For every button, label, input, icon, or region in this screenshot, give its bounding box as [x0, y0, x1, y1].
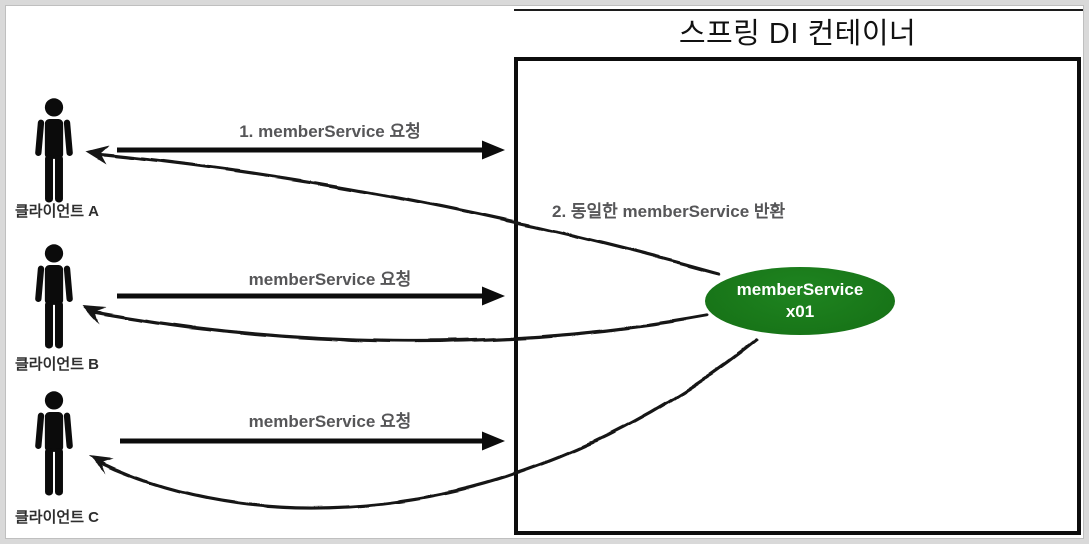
return-arrowhead-b-icon [82, 306, 106, 324]
person-icon [35, 98, 73, 203]
client-c-label: 클라이언트 C [15, 509, 100, 526]
di-container-box [514, 57, 1081, 535]
return-arrowhead-a-icon [85, 145, 109, 164]
return-arrowhead-c-icon [89, 456, 113, 474]
top-divider-line [514, 9, 1085, 11]
person-icon [35, 244, 73, 349]
arrowhead-right-icon [482, 431, 505, 451]
member-service-bean: memberService x01 [705, 267, 895, 335]
request-label-b: memberService 요청 [248, 270, 412, 289]
container-title: 스프링 DI 컨테이너 [678, 18, 917, 50]
arrowhead-right-icon [482, 140, 505, 160]
request-arrow-c [120, 431, 505, 451]
request-label-c: memberService 요청 [248, 412, 412, 431]
person-icon [35, 391, 73, 496]
bean-name: memberService [736, 280, 864, 299]
request-label-a: 1. memberService 요청 [239, 122, 421, 141]
client-b-label: 클라이언트 B [15, 356, 100, 373]
bean-instance: x01 [785, 302, 815, 321]
return-label: 2. 동일한 memberService 반환 [552, 202, 786, 221]
client-a-label: 클라이언트 A [15, 203, 100, 220]
request-arrow-a [117, 140, 505, 160]
